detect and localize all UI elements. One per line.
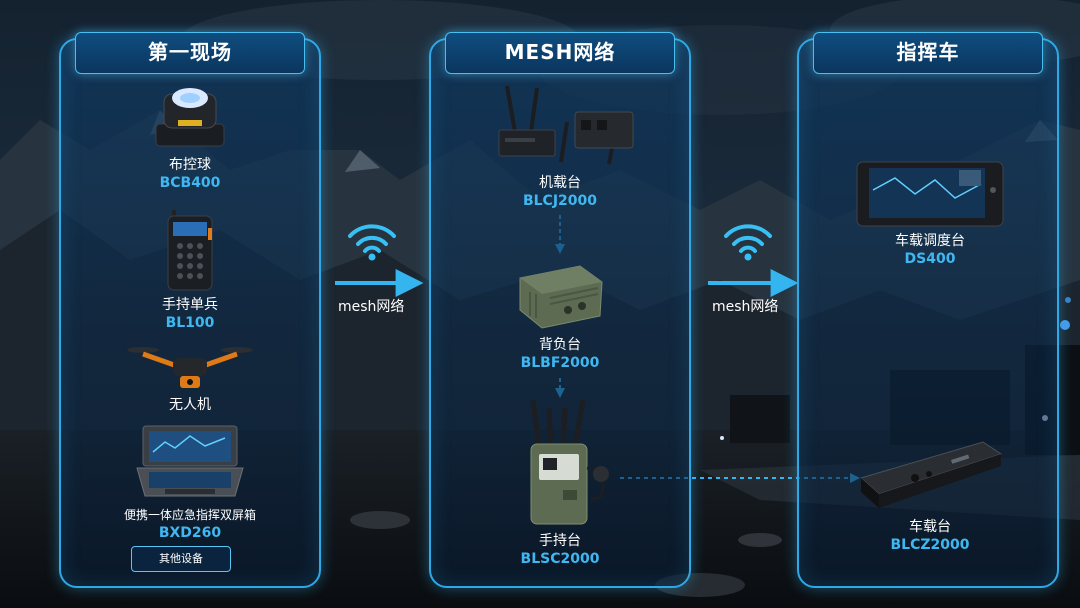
device-model: BL100 (165, 315, 215, 331)
device-name: 手持单兵 (162, 297, 218, 313)
device-model: BLCZ2000 (890, 537, 970, 553)
mesh-label-left: mesh网络 (338, 299, 405, 315)
dual-screen-case-icon (136, 425, 244, 497)
device-name: 背负台 (539, 337, 581, 353)
device-vehicle-dispatch[interactable]: 车载调度台 DS400 (835, 160, 1025, 268)
surveillance-ball-icon (155, 88, 225, 147)
other-devices-button[interactable]: 其他设备 (131, 546, 231, 572)
device-dual-screen-case[interactable]: 便携一体应急指挥双屏箱 BXD260 (100, 422, 280, 542)
panel-command-vehicle: 指挥车 (797, 32, 1059, 588)
device-backpack-station[interactable]: 背负台 BLBF2000 (480, 258, 640, 372)
device-model: BLCJ2000 (522, 193, 598, 209)
device-name: 手持台 (539, 533, 581, 549)
device-model: BXD260 (158, 525, 222, 541)
handheld-terminal-icon (167, 210, 213, 291)
device-handheld-station[interactable]: 手持台 BLSC2000 (480, 398, 640, 568)
device-name: 机载台 (539, 175, 581, 191)
airborne-station-icon (498, 85, 634, 165)
device-name: 无人机 (169, 397, 211, 413)
panel-title-mesh-network: MESH网络 (445, 32, 675, 74)
device-model: BLBF2000 (520, 355, 600, 371)
device-model: BLSC2000 (520, 551, 600, 567)
device-name: 便携一体应急指挥双屏箱 (123, 508, 256, 522)
handheld-station-icon (530, 399, 609, 525)
device-model: DS400 (904, 251, 956, 267)
panel-title-command-vehicle: 指挥车 (813, 32, 1043, 74)
vehicle-dispatch-icon (856, 161, 1004, 227)
device-name: 车载台 (909, 519, 951, 535)
backpack-station-icon (519, 265, 603, 329)
panel-title-first-scene: 第一现场 (75, 32, 305, 74)
device-handheld-soldier[interactable]: 手持单兵 BL100 (120, 206, 260, 332)
device-surveillance-ball[interactable]: 布控球 BCB400 (120, 80, 260, 192)
mesh-label-right: mesh网络 (712, 299, 779, 315)
device-airborne-station[interactable]: 机载台 BLCJ2000 (480, 82, 640, 210)
drone-icon (127, 347, 253, 388)
device-name: 布控球 (169, 157, 211, 173)
device-model: BCB400 (159, 175, 221, 191)
device-name: 车载调度台 (895, 233, 965, 249)
device-vehicle-station[interactable]: 车载台 BLCZ2000 (835, 432, 1025, 554)
device-drone[interactable]: 无人机 (120, 340, 260, 414)
vehicle-station-icon (859, 441, 1003, 508)
